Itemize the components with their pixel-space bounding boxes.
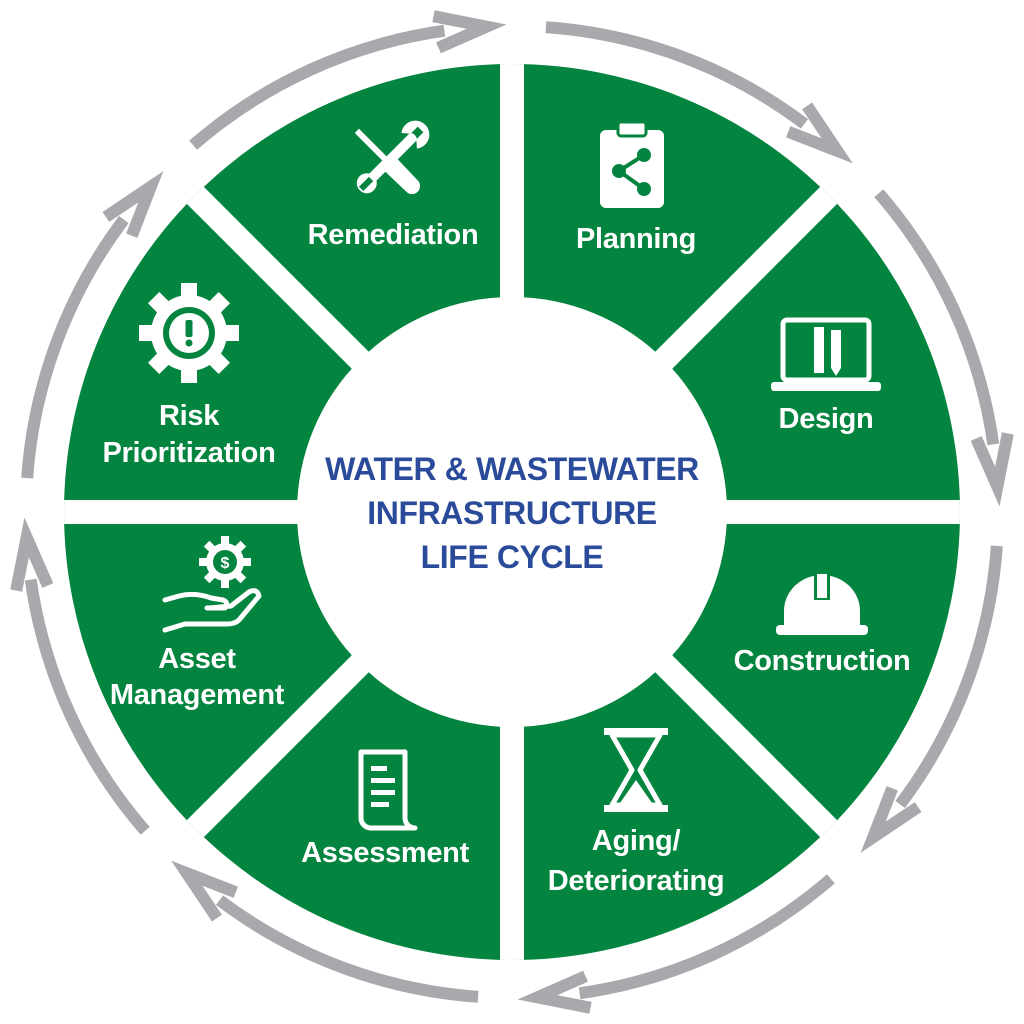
cycle-arrow-shaft: [21, 215, 129, 479]
cycle-arrow-shaft: [215, 895, 479, 1003]
center-title: WATER & WASTEWATER INFRASTRUCTURE LIFE C…: [325, 451, 700, 575]
cycle-arrow-head: [432, 10, 507, 54]
segment-label-remediation: Remediation: [308, 219, 479, 251]
segment-label-asset-management-line-2: Management: [110, 679, 285, 711]
cycle-arrow-shaft: [24, 578, 150, 835]
clipboard-share-icon: [600, 120, 664, 208]
cycle-arrow-head: [517, 970, 592, 1014]
center-title-line-3: LIFE CYCLE: [421, 539, 604, 575]
segment-label-aging-line-1: Aging/: [592, 825, 681, 857]
center-title-line-1: WATER & WASTEWATER: [325, 451, 699, 487]
cycle-arrow-shaft: [578, 874, 835, 1000]
cycle-arrow-ring: [10, 10, 1014, 1014]
gear-alert-icon: [139, 283, 239, 383]
segment-remediation: Remediation: [308, 120, 479, 251]
center-hub: [297, 297, 727, 727]
segment-aging: Aging/ Deteriorating: [548, 728, 725, 897]
segment-assessment: Assessment: [301, 749, 470, 869]
hard-hat-icon: [776, 574, 868, 635]
svg-text:$: $: [221, 555, 230, 572]
cycle-arrow-head: [860, 786, 922, 853]
cycle-arrow-head: [102, 171, 164, 238]
segment-label-aging-line-2: Deteriorating: [548, 865, 725, 897]
cycle-arrow-shaft: [545, 21, 809, 129]
segment-label-asset-management-line-1: Asset: [158, 643, 236, 675]
hand-dollar-gear-icon: $: [162, 536, 262, 633]
segment-label-assessment: Assessment: [301, 837, 470, 869]
segment-label-planning: Planning: [576, 223, 696, 255]
cycle-arrow-shaft: [874, 189, 1000, 446]
segment-construction: Construction: [734, 574, 911, 677]
center-title-line-2: INFRASTRUCTURE: [367, 495, 657, 531]
segment-label-risk-line-2: Prioritization: [102, 437, 275, 469]
segment-label-risk-line-1: Risk: [159, 400, 220, 432]
segment-design: Design: [771, 317, 881, 435]
cycle-arrow-shaft: [189, 24, 446, 150]
cycle-arrow-shaft: [895, 545, 1003, 809]
wrench-screwdriver-icon: [354, 120, 430, 195]
segment-asset-management: $ Asset Management: [110, 536, 285, 711]
hourglass-icon: [604, 728, 668, 812]
cycle-arrow-head: [10, 517, 54, 592]
document-scroll-icon: [358, 749, 418, 831]
laptop-ruler-pencil-icon: [771, 317, 881, 391]
cycle-arrow-head: [970, 432, 1014, 507]
segment-risk-prioritization: Risk Prioritization: [102, 283, 276, 469]
segment-label-construction: Construction: [734, 645, 911, 677]
segment-label-design: Design: [779, 403, 874, 435]
segment-wheel: [64, 64, 960, 960]
segment-planning: Planning: [576, 120, 696, 255]
cycle-arrow-head: [171, 860, 238, 922]
cycle-arrow-head: [786, 102, 853, 164]
